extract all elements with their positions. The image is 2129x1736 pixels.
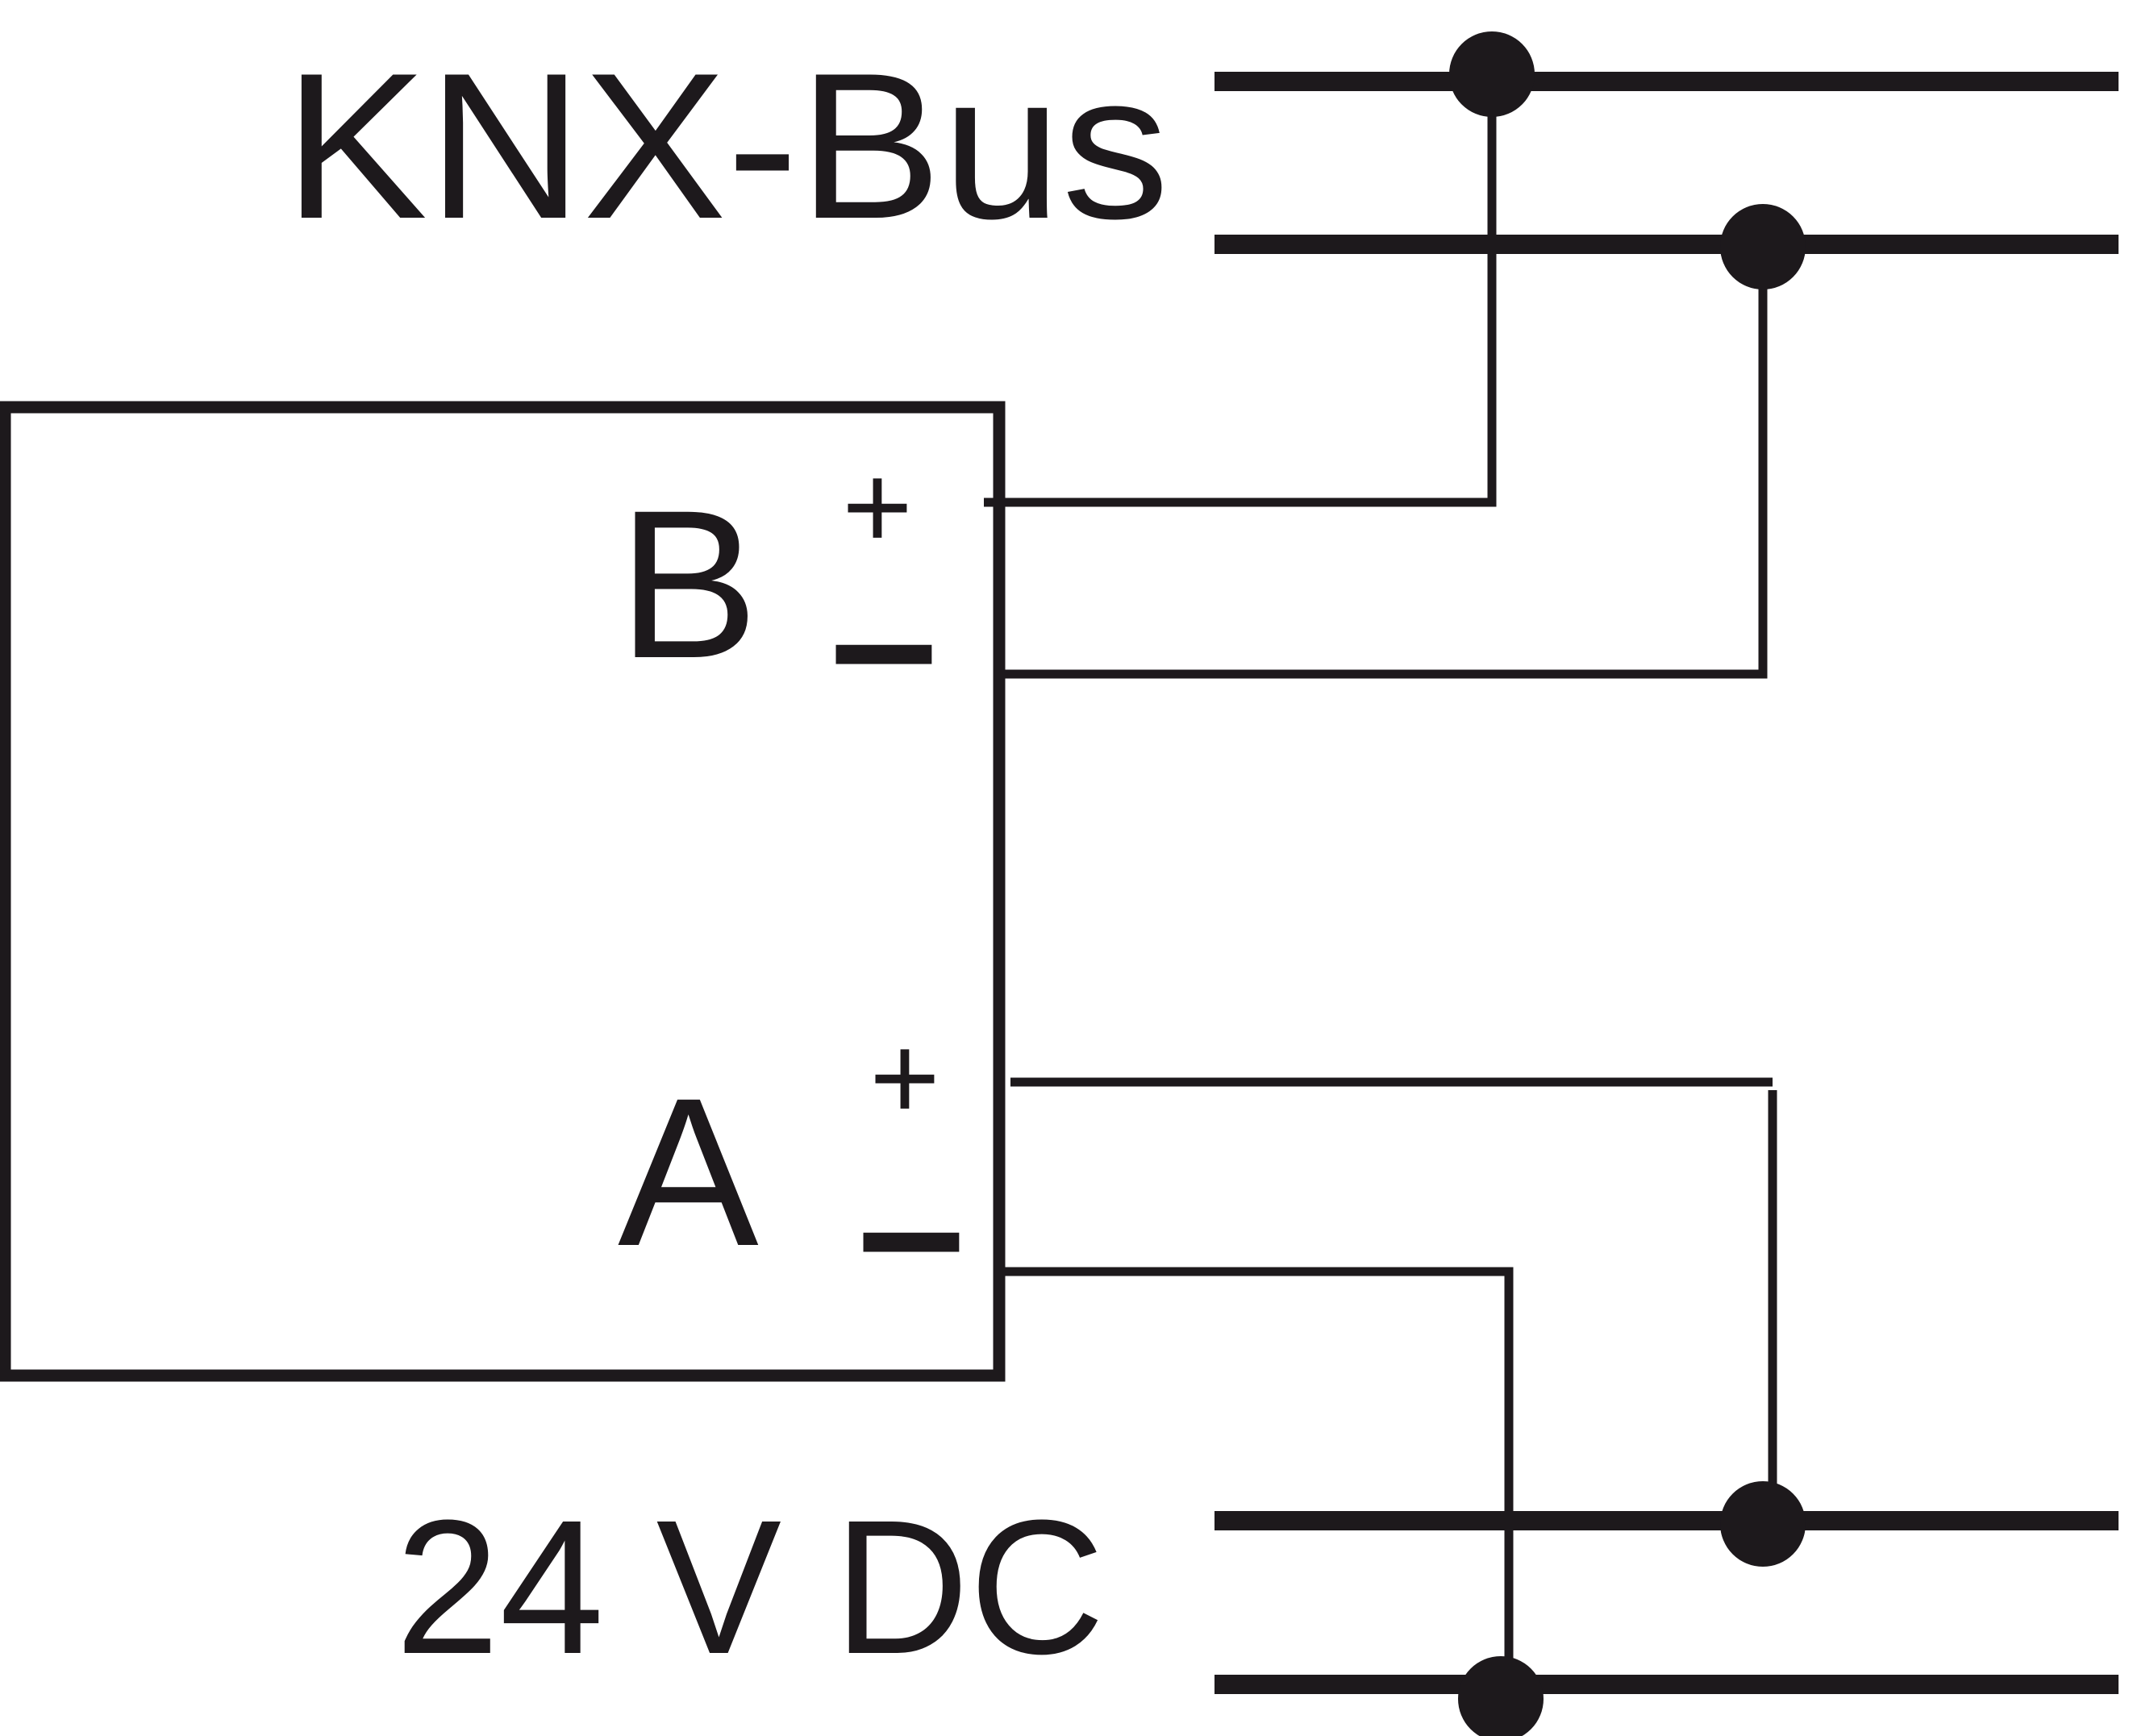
junction-dot-supply-bottom (1458, 1656, 1544, 1736)
supply-voltage-label: 24 V DC (395, 1480, 1105, 1694)
device-box (0, 401, 1006, 1382)
wire-b-plus (984, 81, 1497, 507)
port-b-minus-label: – (830, 531, 937, 747)
junction-dot-supply-top (1720, 1481, 1806, 1567)
junction-dot-bus-bottom (1720, 204, 1806, 289)
knx-bus-label: KNX-Bus (284, 29, 1169, 262)
port-a-label: A (618, 1054, 760, 1290)
wire-b-minus (999, 244, 1768, 679)
port-b-label: B (618, 466, 759, 702)
junction-dot-bus-top (1449, 31, 1535, 117)
port-a-minus-label: – (857, 1119, 965, 1335)
port-a-plus-label: + (869, 1010, 940, 1145)
port-b-plus-label: + (842, 439, 913, 574)
wire-a-minus (999, 1267, 1514, 1684)
